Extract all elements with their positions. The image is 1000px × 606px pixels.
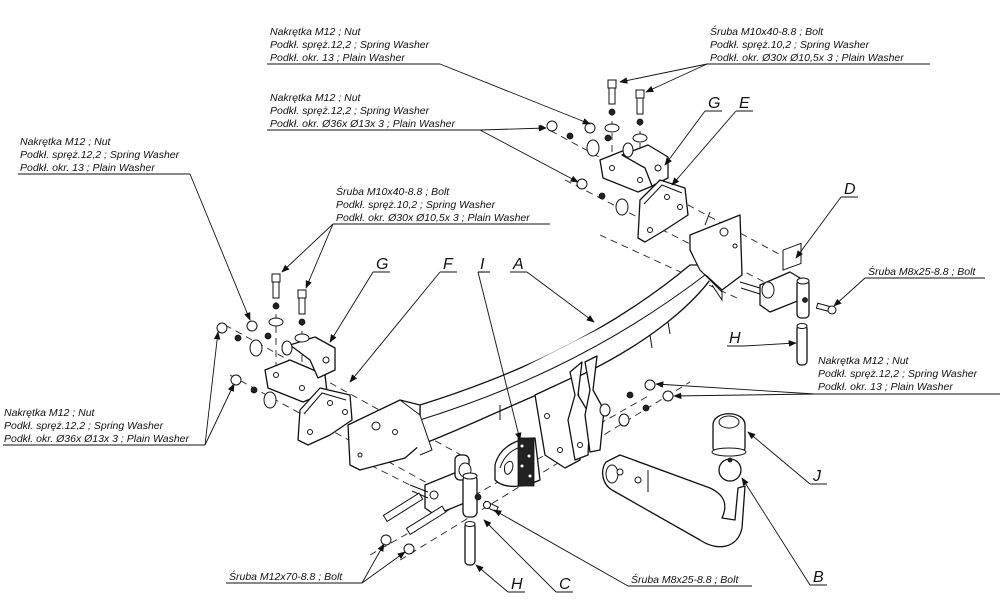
bracket-g-left[interactable]	[264, 336, 336, 403]
callout-right-bolt-m8: Śruba M8x25-8.8 ; Bolt	[868, 265, 976, 278]
fasteners-left	[216, 273, 310, 409]
ball-arm-b[interactable]	[601, 454, 746, 548]
callout-line: Podkł. spręż.10,2 ; Spring Washer	[336, 199, 496, 211]
callout-upper-center-nut: Nakrętka M12 ; Nut Podkł. spręż.12,2 ; S…	[270, 92, 456, 130]
callout-line: Śruba M10x40-8.8 ; Bolt	[710, 25, 824, 38]
callout-line: Podkł. okr. Ø36x Ø13x 3 ; Plain Washer	[4, 433, 190, 445]
bolt-m8-right	[815, 302, 837, 315]
callout-line: Podkł. spręż.12,2 ; Spring Washer	[4, 420, 164, 432]
leader-lines	[3, 63, 1000, 593]
callout-line: Podkł. okr. 13 ; Plain Washer	[818, 381, 953, 393]
callout-top-right-bolt: Śruba M10x40-8.8 ; Bolt Podkł. spręż.10,…	[710, 25, 904, 64]
callout-line: Podkł. spręż.12,2 ; Spring Washer	[20, 149, 180, 161]
callout-left-nut: Nakrętka M12 ; Nut Podkł. spręż.12,2 ; S…	[20, 136, 180, 174]
callout-line: Podkł. okr. 13 ; Plain Washer	[270, 52, 405, 64]
bracket-g-top[interactable]	[599, 144, 669, 193]
callout-line: Podkł. okr. Ø30x Ø10,5x 3 ; Plain Washer	[710, 52, 904, 64]
callout-line: Śruba M8x25-8.8 ; Bolt	[631, 573, 739, 586]
bolt-head-icon	[607, 79, 617, 89]
bolt-head-icon	[297, 289, 307, 299]
letter-h-right: H	[729, 330, 741, 347]
fasteners-right	[599, 379, 674, 427]
callout-line: Nakrętka M12 ; Nut	[818, 355, 910, 367]
letter-e: E	[739, 95, 750, 112]
callout-line: Podkł. spręż.12,2 ; Spring Washer	[818, 368, 978, 380]
fasteners-top-right	[546, 79, 648, 216]
left-mounting-plate[interactable]	[347, 399, 433, 471]
letter-h-bottom: H	[511, 576, 523, 593]
callout-line: Nakrętka M12 ; Nut	[20, 136, 112, 148]
callout-line: Podkł. spręż.12,2 ; Spring Washer	[270, 105, 430, 117]
callout-line: Nakrętka M12 ; Nut	[270, 26, 362, 38]
callout-line: Śruba M8x25-8.8 ; Bolt	[868, 265, 976, 278]
letter-c: C	[559, 576, 571, 593]
letter-g-left: G	[376, 256, 388, 273]
callout-bottom-left-nut: Nakrętka M12 ; Nut Podkł. spręż.12,2 ; S…	[4, 407, 190, 445]
letter-g-top: G	[708, 95, 720, 112]
callout-line: Śruba M10x40-8.8 ; Bolt	[336, 185, 450, 198]
bolts-m12-bottom	[380, 492, 447, 555]
bracket-e[interactable]	[637, 179, 689, 243]
bolt-m8-bottom	[482, 500, 499, 513]
bolt-head-icon	[635, 89, 645, 99]
callout-top-center-nut: Nakrętka M12 ; Nut Podkł. spręż.12,2 ; S…	[270, 26, 430, 64]
crossbar-a[interactable]	[419, 264, 721, 446]
callout-bottom-bolt-m8: Śruba M8x25-8.8 ; Bolt	[631, 573, 739, 586]
callout-line: Podkł. spręż.10,2 ; Spring Washer	[710, 39, 870, 51]
callout-line: Podkł. okr. Ø30x Ø10,5x 3 ; Plain Washer	[336, 212, 530, 224]
callout-line: Nakrętka M12 ; Nut	[270, 92, 362, 104]
right-mounting-plate[interactable]	[689, 211, 743, 302]
callout-line: Śruba M12x70-8.8 ; Bolt	[229, 570, 343, 583]
bracket-f[interactable]	[297, 387, 353, 446]
bolt-head-icon	[271, 273, 281, 283]
callout-line: Podkł. okr. Ø36x Ø13x 3 ; Plain Washer	[270, 118, 456, 130]
socket-plate-i[interactable]	[494, 437, 541, 488]
callout-line: Podkł. spręż.12,2 ; Spring Washer	[270, 39, 430, 51]
part-letters: G E D H G F I A H C J B	[376, 95, 856, 593]
letter-f: F	[443, 256, 454, 273]
callout-center-bolt: Śruba M10x40-8.8 ; Bolt Podkł. spręż.10,…	[336, 185, 530, 224]
letter-d: D	[844, 181, 856, 198]
letter-j: J	[812, 468, 822, 485]
bracket-c[interactable]	[409, 454, 482, 518]
letter-i: I	[480, 256, 485, 273]
callout-line: Nakrętka M12 ; Nut	[4, 407, 96, 419]
callout-line: Podkł. okr. 13 ; Plain Washer	[20, 162, 155, 174]
callout-right-nut: Nakrętka M12 ; Nut Podkł. spręż.12,2 ; S…	[818, 355, 978, 393]
letter-a: A	[512, 256, 524, 273]
letter-b: B	[813, 569, 824, 586]
callout-bottom-bolt-m12: Śruba M12x70-8.8 ; Bolt	[229, 570, 343, 583]
ball-cap-j[interactable]	[711, 413, 747, 457]
pin-h-bottom[interactable]	[464, 521, 476, 566]
drop-plate-assembly[interactable]	[534, 355, 605, 469]
pin-h-right[interactable]	[796, 323, 808, 366]
